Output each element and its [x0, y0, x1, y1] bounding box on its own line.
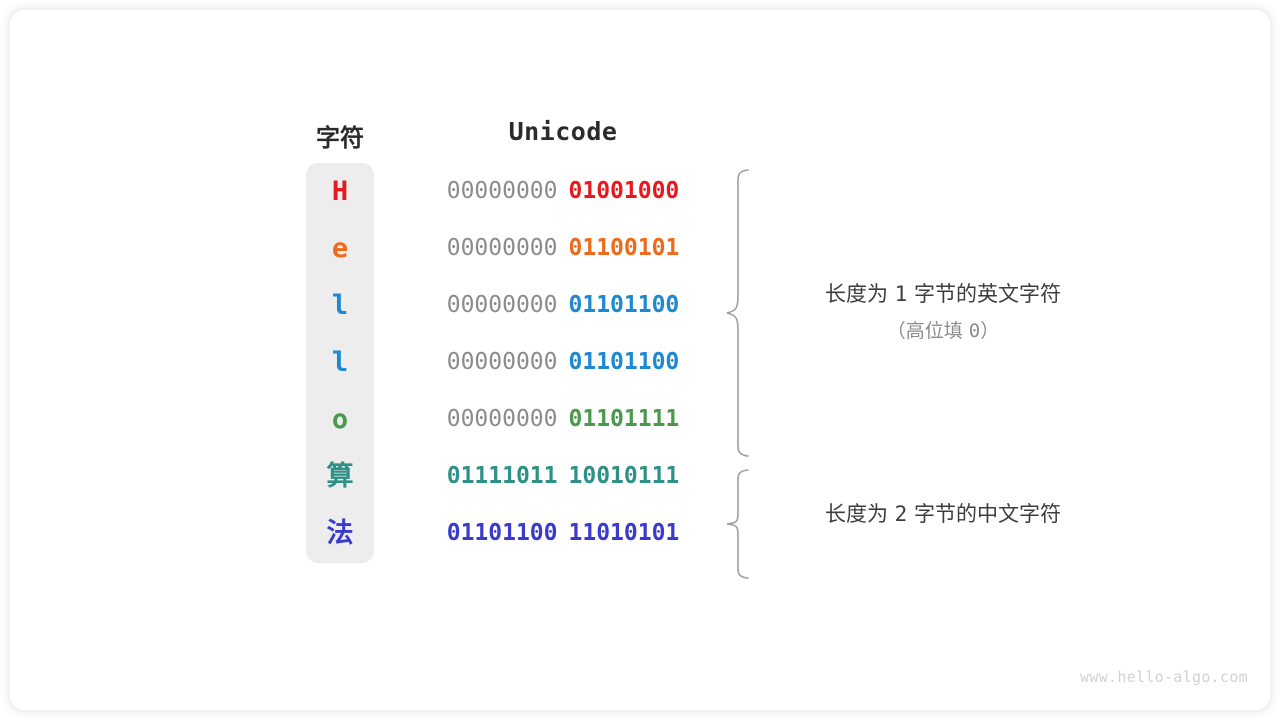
character-cell: H	[331, 176, 349, 207]
column-header-unicode: Unicode	[508, 117, 618, 146]
character-column-background	[306, 163, 374, 563]
annotation-single-byte-sub: （高位填 0）	[778, 316, 1108, 343]
unicode-low-byte: 01101100	[568, 349, 680, 375]
ann2-number: 2	[894, 502, 908, 526]
annotation-single-byte-main: 长度为 1 字节的英文字符	[778, 278, 1108, 308]
ann1-sub-prefix: （高位填	[886, 320, 969, 342]
unicode-binary-row: 00000000 01001000	[432, 163, 694, 220]
ann1-sub-number: 0	[968, 320, 981, 342]
annotation-double-byte-main: 长度为 2 字节的中文字符	[778, 498, 1108, 528]
unicode-high-byte: 00000000	[446, 292, 558, 318]
character-cell: l	[331, 347, 349, 378]
character-cell: e	[331, 233, 349, 264]
unicode-low-byte: 01101111	[568, 406, 680, 432]
character-cell: 法	[326, 518, 354, 549]
unicode-low-byte: 01001000	[568, 178, 680, 204]
unicode-binary-row: 01101100 11010101	[432, 505, 694, 562]
ann2-prefix: 长度为	[824, 502, 895, 526]
unicode-binary-row: 01111011 10010111	[432, 448, 694, 505]
unicode-low-byte: 11010101	[568, 520, 680, 546]
character-cell: 算	[326, 461, 354, 492]
brace-double-byte	[726, 469, 749, 579]
unicode-binary-row: 00000000 01101111	[432, 391, 694, 448]
unicode-binary-row: 00000000 01101100	[432, 277, 694, 334]
unicode-low-byte: 01100101	[568, 235, 680, 261]
unicode-low-byte: 01101100	[568, 292, 680, 318]
ann1-number: 1	[894, 282, 908, 306]
site-watermark: www.hello-algo.com	[1080, 668, 1248, 686]
brace-single-byte	[726, 169, 749, 457]
character-cell: o	[331, 404, 349, 435]
unicode-high-byte: 00000000	[446, 235, 558, 261]
unicode-high-byte: 01111011	[446, 463, 558, 489]
annotation-single-byte: 长度为 1 字节的英文字符 （高位填 0）	[778, 278, 1108, 343]
unicode-high-byte: 01101100	[446, 520, 558, 546]
column-header-character: 字符	[316, 125, 364, 152]
unicode-high-byte: 00000000	[446, 349, 558, 375]
unicode-low-byte: 10010111	[568, 463, 680, 489]
unicode-high-byte: 00000000	[446, 406, 558, 432]
ann1-suffix: 字节的英文字符	[907, 282, 1062, 306]
ann2-suffix: 字节的中文字符	[907, 502, 1062, 526]
unicode-high-byte: 00000000	[446, 178, 558, 204]
ann1-sub-suffix: ）	[980, 320, 1000, 342]
unicode-binary-row: 00000000 01101100	[432, 334, 694, 391]
ann1-prefix: 长度为	[824, 282, 895, 306]
character-cell: l	[331, 290, 349, 321]
unicode-binary-row: 00000000 01100101	[432, 220, 694, 277]
annotation-double-byte: 长度为 2 字节的中文字符	[778, 498, 1108, 528]
